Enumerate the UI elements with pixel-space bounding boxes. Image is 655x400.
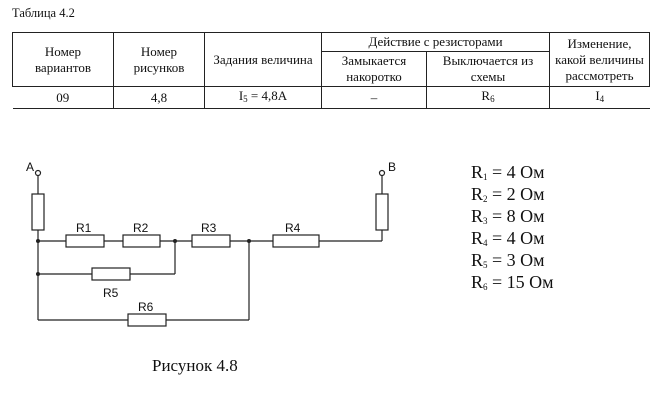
resistor-value: = 8 Ом [487,206,545,226]
header-figure: Номер рисунков [113,32,205,87]
data-table: Номер вариантов Номер рисунков Задания в… [12,32,650,109]
cell-figure: 4,8 [113,86,205,109]
node-r2-r3 [173,239,177,243]
resistor-r5 [91,267,131,281]
label-r6: R6 [138,300,154,314]
header-shorted: Замыкается накоротко [321,51,427,87]
label-r2: R2 [133,221,149,235]
removed-subscript: 6 [490,94,495,104]
resistor-subscript: 3 [483,216,488,226]
cell-removed: R6 [426,86,550,109]
resistor-subscript: 6 [483,282,488,292]
resistor-value: = 3 Ом [487,250,545,270]
header-variant: Номер вариантов [12,32,114,87]
terminal-b-node [378,169,386,177]
node-r3-r4 [247,239,251,243]
label-r5: R5 [103,286,119,300]
resistor-value-item: R4 = 4 Ом [471,227,554,249]
change-subscript: 4 [599,94,605,104]
label-r3: R3 [201,221,217,235]
terminal-a-node [34,169,42,177]
table-row: 09 4,8 I5 = 4,8А – R6 I4 [12,86,650,109]
header-removed: Выключается из схемы [426,51,550,87]
terminal-a-label: A [26,160,34,174]
table-caption: Таблица 4.2 [12,6,75,20]
figure-caption: Рисунок 4.8 [152,356,238,375]
header-change: Изменение, какой величины рассмотреть [549,32,650,87]
terminal-b-label: B [388,160,396,174]
resistor-value-item: R1 = 4 Ом [471,161,554,183]
resistor-symbol: R [471,272,484,292]
resistor-value: = 15 Ом [487,272,554,292]
cell-change: I4 [549,86,650,109]
resistor-symbol: R [471,250,484,270]
given-symbol: I [238,88,244,103]
source-b [375,193,389,231]
node-left-mid [36,272,40,276]
node-left-top [36,239,40,243]
cell-shorted: – [321,86,427,109]
resistor-subscript: 4 [483,238,488,248]
resistor-subscript: 5 [483,260,488,270]
resistor-r6 [127,313,167,327]
header-resistor-action: Действие с резисторами [321,32,550,52]
circuit-diagram: A B R1 R2 R3 R4 R5 R6 [26,160,396,327]
source-a [31,193,45,231]
resistor-r1 [65,234,105,248]
resistor-value: = 2 Ом [487,184,545,204]
header-given: Задания величина [204,32,322,87]
label-r1: R1 [76,221,92,235]
label-r4: R4 [285,221,301,235]
given-value: = 4,8А [247,88,288,103]
resistor-symbol: R [471,206,484,226]
resistor-subscript: 2 [483,194,488,204]
resistor-r4 [272,234,320,248]
resistor-r2 [122,234,161,248]
resistor-symbol: R [471,162,484,182]
resistor-value: = 4 Ом [487,228,545,248]
resistor-subscript: 1 [483,172,488,182]
cell-variant: 09 [12,86,114,109]
resistor-value-item: R5 = 3 Ом [471,249,554,271]
cell-given: I5 = 4,8А [204,86,322,109]
resistor-value: = 4 Ом [487,162,545,182]
resistor-value-item: R3 = 8 Ом [471,205,554,227]
resistor-value-item: R2 = 2 Ом [471,183,554,205]
resistor-symbol: R [471,228,484,248]
change-symbol: I [595,88,600,103]
resistor-value-item: R6 = 15 Ом [471,271,554,293]
removed-symbol: R [481,88,491,103]
resistor-r3 [191,234,231,248]
resistor-values-list: R1 = 4 Ом R2 = 2 Ом R3 = 8 Ом R4 = 4 Ом … [471,161,554,293]
resistor-symbol: R [471,184,484,204]
given-subscript: 5 [243,94,248,104]
